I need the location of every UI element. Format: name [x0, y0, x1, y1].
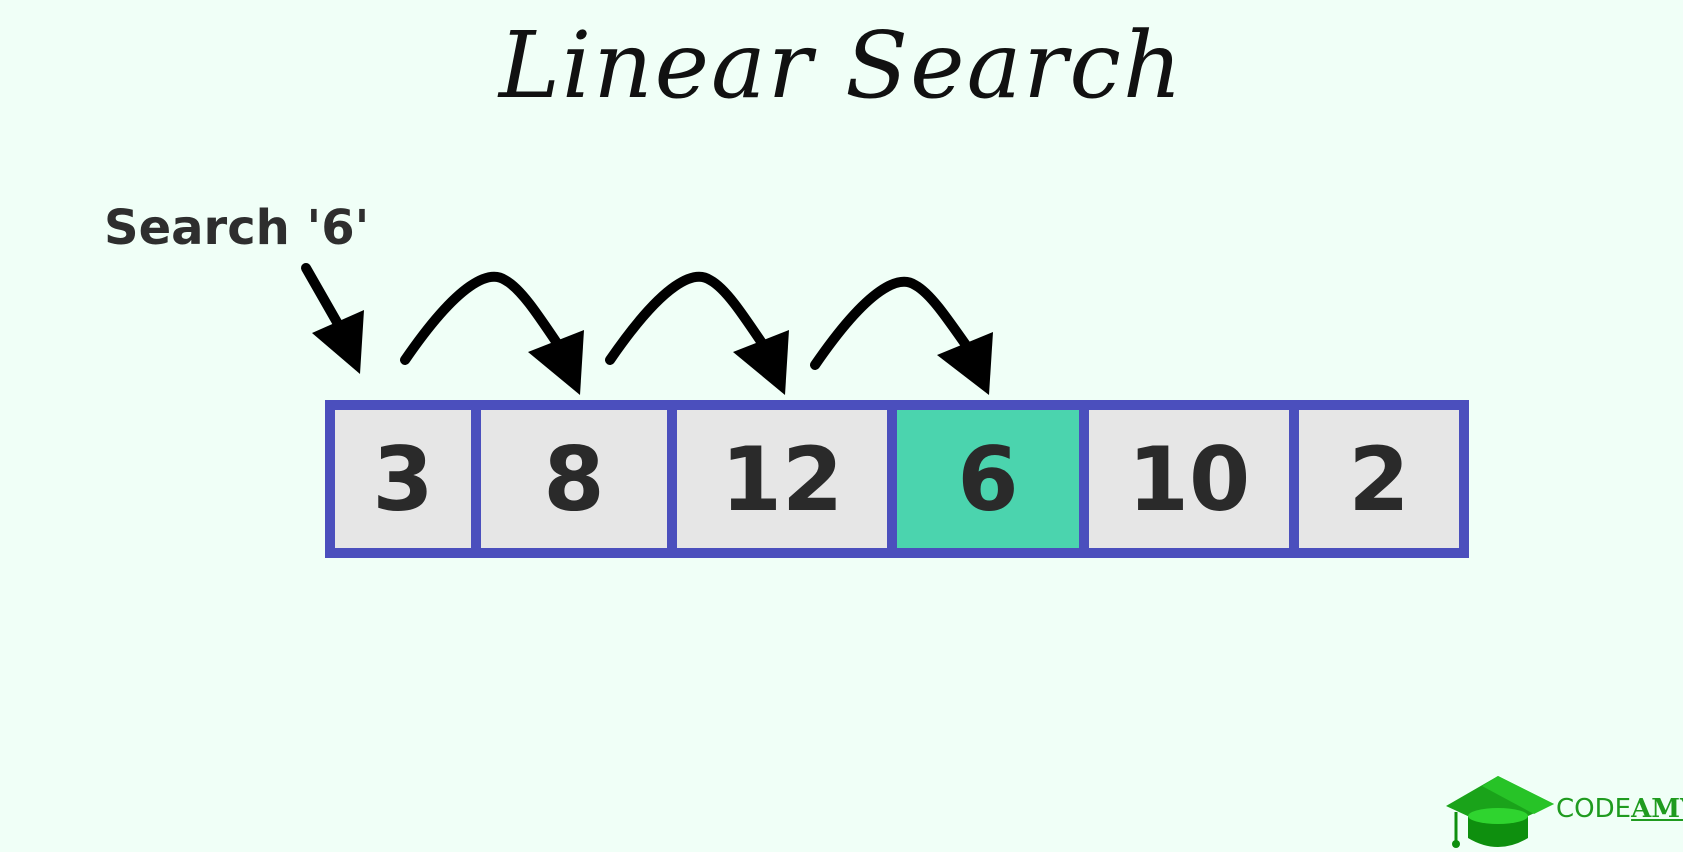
brand-prefix: CODE: [1556, 794, 1632, 824]
brand-suffix: AMY: [1631, 794, 1683, 824]
array-cell: 3: [335, 410, 471, 548]
array-cell: 12: [677, 410, 887, 548]
array-cell-found: 6: [897, 410, 1079, 548]
array-cell: 8: [481, 410, 667, 548]
brand-logo-text: CODEAMY: [1556, 794, 1683, 824]
graduation-cap-icon: [1446, 776, 1554, 848]
entry-arrow: [301, 263, 364, 374]
array-cell: 2: [1299, 410, 1459, 548]
page-title: Linear Search: [498, 12, 1185, 119]
jump-arrow-2: [605, 271, 789, 395]
jump-arrow-3: [810, 276, 993, 395]
search-target-label: Search '6': [104, 200, 370, 256]
array-container: 3 8 12 6 10 2: [325, 400, 1469, 558]
array-cell: 10: [1089, 410, 1289, 548]
jump-arrow-1: [400, 271, 584, 395]
